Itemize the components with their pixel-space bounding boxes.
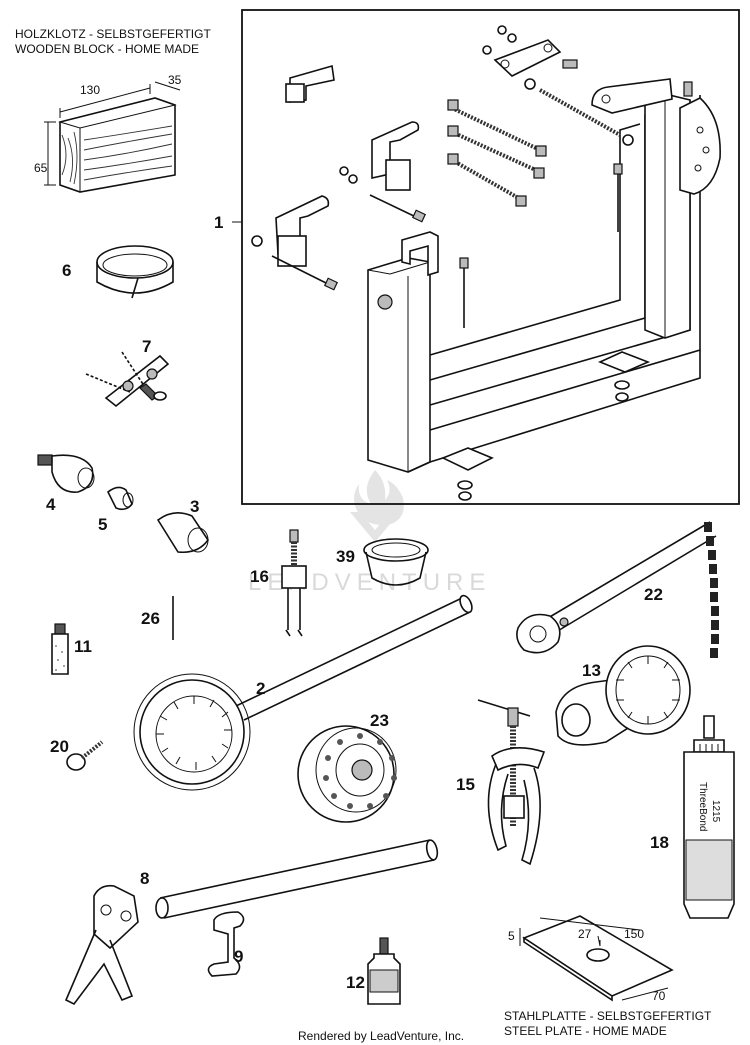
part-2-label: 2: [256, 679, 265, 698]
plate-width-dim: 70: [652, 989, 666, 1003]
tube-brand-text: ThreeBond: [697, 782, 708, 831]
part-12-bottle: [367, 937, 401, 1005]
part-18-sealant-tube: ThreeBond 1215: [683, 715, 735, 919]
part-9-label: 9: [234, 947, 243, 966]
part-16-puller: [281, 529, 307, 637]
part-16-label: 16: [250, 567, 269, 586]
part-23-label: 23: [370, 711, 389, 730]
part-13-clutch-holder: [555, 645, 691, 746]
engine-stand-hardware: [251, 25, 634, 291]
part-11-label: 11: [74, 637, 92, 656]
plate-length-dim: 150: [624, 927, 644, 941]
footer-credit: Rendered by LeadVenture, Inc.: [298, 1029, 464, 1043]
part-4-tool: [37, 454, 95, 493]
part-13-label: 13: [582, 661, 601, 680]
part-6-ring: [96, 245, 174, 299]
part-20-label: 20: [50, 737, 69, 756]
watermark-flame-icon: [354, 470, 404, 525]
steel-plate-caption-de: STAHLPLATTE - SELBSTGEFERTIGT: [504, 1009, 712, 1023]
wooden-block: [44, 81, 181, 193]
part-4-label: 4: [46, 495, 56, 514]
part-9-clip: [207, 911, 245, 977]
part-15-label: 15: [456, 775, 475, 794]
part-15-bearing-puller: [477, 699, 546, 866]
part-7-label: 7: [142, 337, 151, 356]
part-3-label: 3: [190, 497, 199, 516]
engine-stand-frame-box: [241, 9, 740, 505]
engine-stand: [367, 78, 721, 501]
block-height-dim: 65: [34, 161, 48, 175]
tube-code-text: 1215: [710, 800, 721, 823]
block-length-dim: 130: [80, 83, 100, 97]
part-5-label: 5: [98, 515, 107, 534]
part-5-sleeve: [106, 486, 134, 511]
part-1-label: 1: [214, 213, 223, 232]
part-23-flywheel-puller: [297, 725, 397, 823]
plate-hole-dim: 27: [578, 927, 592, 941]
part-11-bottle: [51, 623, 69, 675]
plate-thickness-dim: 5: [508, 929, 515, 943]
part-18-label: 18: [650, 833, 669, 852]
part-20-screw: [66, 740, 104, 771]
steel-plate-caption-en: STEEL PLATE - HOME MADE: [504, 1024, 667, 1038]
block-width-dim: 35: [168, 73, 182, 87]
part-26-label: 26: [141, 609, 160, 628]
part-39-label: 39: [336, 547, 355, 566]
part-3-sleeve: [156, 512, 209, 554]
part-22-label: 22: [644, 585, 663, 604]
wooden-block-caption-de: HOLZKLOTZ - SELBSTGEFERTIGT: [15, 27, 211, 41]
steel-plate: [519, 915, 674, 1002]
part-6-label: 6: [62, 261, 71, 280]
part-2-holding-wrench: [133, 594, 473, 791]
watermark-v-icon: [350, 512, 400, 542]
part-12-label: 12: [346, 973, 365, 992]
part-7-puller: [85, 351, 170, 408]
part-22-chain-wrench: [516, 521, 719, 658]
part-39-cup: [363, 538, 429, 586]
part-8-holding-bar: [64, 839, 439, 1006]
part-8-label: 8: [140, 869, 149, 888]
wooden-block-caption-en: WOODEN BLOCK - HOME MADE: [15, 42, 199, 56]
